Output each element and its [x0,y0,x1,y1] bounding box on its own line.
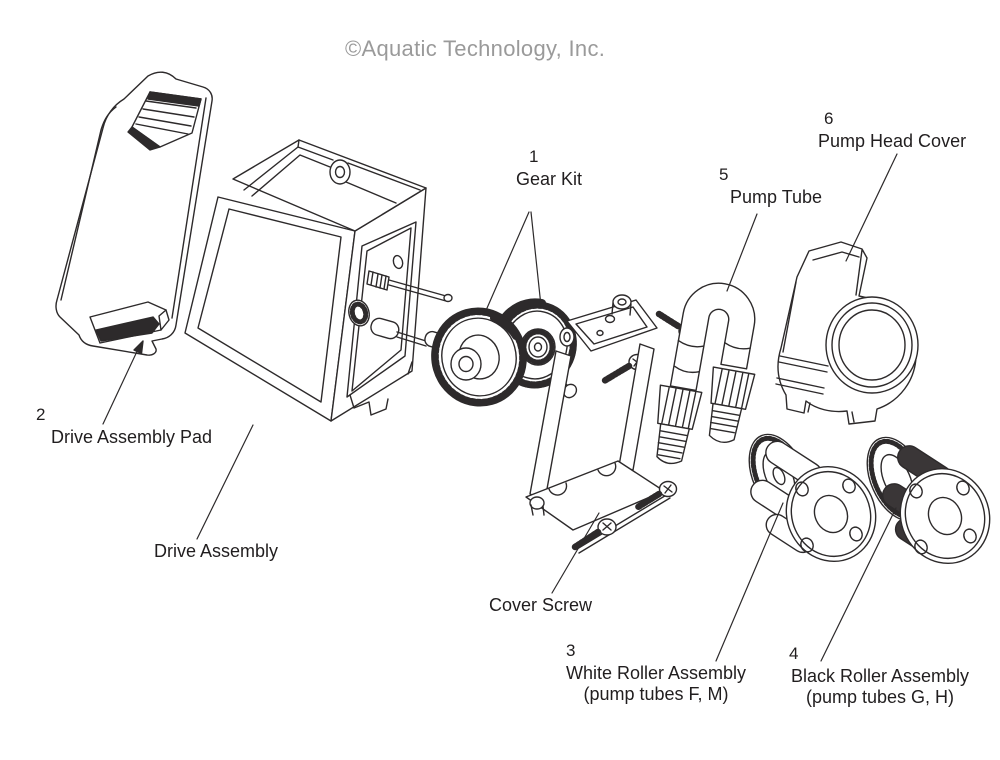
label-white-roller-assembly: 3 White Roller Assembly (pump tubes F, M… [563,640,749,705]
pump-tube-drawing [656,282,756,465]
black-roller-assembly-drawing [866,436,991,565]
label-drive-assembly: Drive Assembly [154,541,278,562]
part-name-cover-screw: Cover Screw [489,595,593,615]
label-drive-assembly-pad: 2 Drive Assembly Pad [36,404,212,448]
gear-kit-drawing [431,298,578,407]
label-cover-screw: Cover Screw [489,595,592,616]
cover-screws-drawing [571,480,678,554]
label-black-roller-assembly: 4 Black Roller Assembly (pump tubes G, H… [786,643,974,708]
part-number-1: 1 [529,147,539,166]
part-number-4: 4 [789,644,799,663]
drive-assembly-drawing [184,139,463,422]
white-roller-assembly-drawing [748,433,877,563]
part-sublabel-black-roller-assembly: (pump tubes G, H) [805,687,955,707]
part-number-5: 5 [719,165,729,184]
pump-body-bracket-drawing [525,294,696,554]
part-number-3: 3 [566,641,576,660]
label-pump-head-cover: 6 Pump Head Cover [818,108,966,152]
part-name-gear-kit: Gear Kit [516,169,583,189]
part-name-drive-assembly-pad: Drive Assembly Pad [51,427,213,447]
part-sublabel-white-roller-assembly: (pump tubes F, M) [583,684,729,704]
copyright-text: ©Aquatic Technology, Inc. [345,36,606,61]
part-name-drive-assembly: Drive Assembly [154,541,279,561]
part-name-pump-tube: Pump Tube [730,187,823,207]
drive-assembly-pad-drawing [55,71,213,356]
part-number-2: 2 [36,405,46,424]
label-gear-kit: 1 Gear Kit [516,146,582,190]
part-name-white-roller-assembly: White Roller Assembly [565,663,747,683]
part-name-pump-head-cover: Pump Head Cover [818,131,967,151]
pump-head-cover-drawing [775,241,919,425]
label-pump-tube: 5 Pump Tube [719,164,822,208]
part-name-black-roller-assembly: Black Roller Assembly [790,666,970,686]
leader-lines [102,153,898,662]
part-number-6: 6 [824,109,834,128]
